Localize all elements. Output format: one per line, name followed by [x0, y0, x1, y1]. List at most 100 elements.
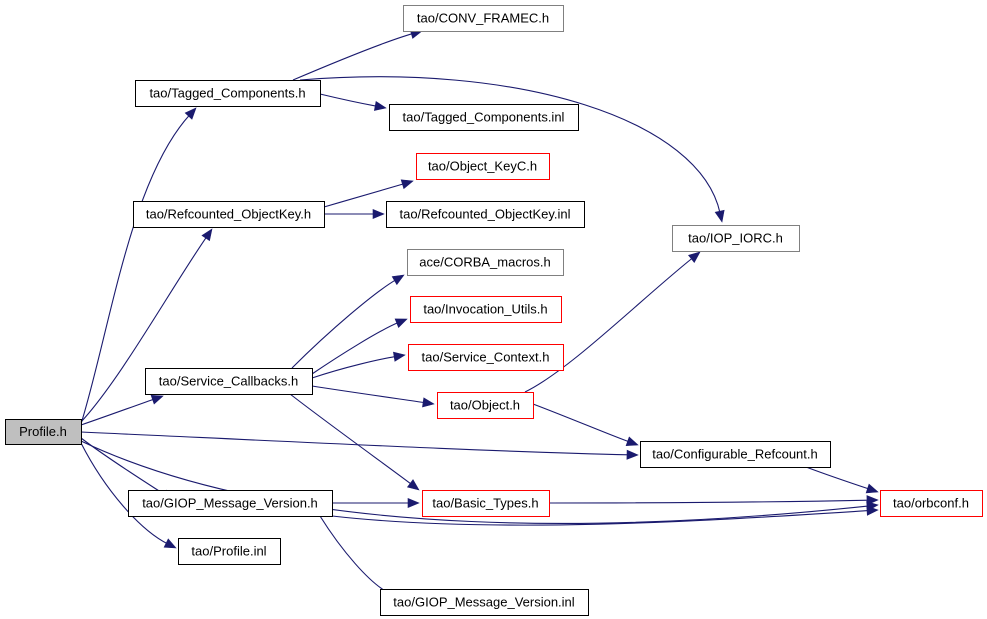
graph-edge: [319, 515, 392, 595]
graph-edge: [80, 431, 630, 456]
node-box[interactable]: [135, 80, 321, 107]
graph-node-config_refcount[interactable]: tao/Configurable_Refcount.h: [640, 441, 831, 468]
node-label: Profile.h: [19, 424, 67, 439]
graph-node-service_context[interactable]: tao/Service_Context.h: [408, 344, 564, 371]
graph-node-giop_msg_ver_h[interactable]: tao/GIOP_Message_Version.h: [128, 490, 333, 517]
graph-edge: [80, 236, 208, 423]
graph-edge: [532, 403, 630, 443]
graph-node-refcounted_inl[interactable]: tao/Refcounted_ObjectKey.inl: [386, 201, 585, 228]
graph-edge-arrowhead: [391, 274, 405, 286]
graph-edge: [805, 466, 870, 490]
node-box[interactable]: [408, 344, 564, 371]
node-box[interactable]: [5, 419, 82, 445]
graph-node-tagged_h[interactable]: tao/Tagged_Components.h: [135, 80, 321, 107]
graph-edge-arrowhead: [184, 107, 197, 120]
graph-edge: [311, 385, 426, 404]
graph-edge-arrowhead: [393, 351, 406, 362]
graph-edge: [524, 257, 694, 393]
node-label: tao/Profile.inl: [191, 543, 266, 558]
node-box[interactable]: [145, 368, 313, 395]
graph-edge-arrowhead: [407, 497, 420, 509]
graph-edge-arrowhead: [626, 449, 639, 460]
node-box[interactable]: [380, 589, 589, 616]
graph-edge-arrowhead: [201, 228, 213, 242]
node-label: tao/GIOP_Message_Version.inl: [393, 594, 574, 609]
graph-edge-arrowhead: [372, 208, 385, 220]
graph-edge-arrowhead: [163, 538, 177, 549]
graph-edge-arrowhead: [625, 436, 639, 446]
graph-node-object_keyc[interactable]: tao/Object_KeyC.h: [416, 153, 550, 180]
node-box[interactable]: [407, 249, 564, 276]
node-box[interactable]: [403, 5, 564, 32]
graph-edge-arrowhead: [714, 209, 725, 223]
node-box[interactable]: [389, 104, 579, 131]
node-box[interactable]: [386, 201, 585, 228]
node-label: tao/Object_KeyC.h: [428, 158, 537, 173]
graph-edge: [291, 279, 397, 369]
node-box[interactable]: [178, 538, 281, 565]
node-label: tao/GIOP_Message_Version.h: [142, 495, 318, 510]
graph-node-orbconf[interactable]: tao/orbconf.h: [880, 490, 983, 517]
node-box[interactable]: [128, 490, 333, 517]
node-layer: Profile.h tao/CONV_FRAMEC.h tao/Tagged_Com…: [5, 5, 983, 616]
graph-edge-arrowhead: [866, 505, 879, 516]
graph-edge: [80, 442, 169, 545]
graph-node-giop_msg_ver_inl[interactable]: tao/GIOP_Message_Version.inl: [380, 589, 589, 616]
graph-edge: [331, 510, 870, 526]
graph-edge-arrowhead: [688, 251, 701, 263]
node-box[interactable]: [133, 201, 325, 228]
node-label: tao/Invocation_Utils.h: [423, 301, 547, 316]
graph-node-tagged_inl[interactable]: tao/Tagged_Components.inl: [389, 104, 579, 131]
graph-edge-arrowhead: [866, 495, 879, 506]
node-label: tao/Refcounted_ObjectKey.h: [146, 206, 311, 221]
graph-node-object_h[interactable]: tao/Object.h: [437, 392, 534, 419]
node-box[interactable]: [672, 225, 800, 252]
graph-node-basic_types[interactable]: tao/Basic_Types.h: [422, 490, 550, 517]
node-label: tao/Tagged_Components.inl: [403, 109, 565, 124]
node-label: tao/Refcounted_ObjectKey.inl: [399, 206, 570, 221]
node-label: tao/orbconf.h: [893, 495, 969, 510]
node-label: tao/Object.h: [450, 397, 520, 412]
node-box[interactable]: [640, 441, 831, 468]
graph-edge-arrowhead: [373, 100, 387, 111]
node-label: tao/Service_Callbacks.h: [159, 373, 298, 388]
node-label: tao/Basic_Types.h: [432, 495, 538, 510]
node-box[interactable]: [880, 490, 983, 517]
graph-edge: [80, 398, 155, 426]
graph-node-refcounted_h[interactable]: tao/Refcounted_ObjectKey.h: [133, 201, 325, 228]
graph-node-conv_framec[interactable]: tao/CONV_FRAMEC.h: [403, 5, 564, 32]
graph-node-service_callbacks[interactable]: tao/Service_Callbacks.h: [145, 368, 313, 395]
graph-edge-arrowhead: [400, 179, 414, 190]
graph-edge-arrowhead: [865, 483, 879, 494]
graph-edge: [319, 93, 378, 107]
node-label: tao/IOP_IORC.h: [688, 230, 783, 245]
node-box[interactable]: [416, 153, 550, 180]
graph-node-corba_macros[interactable]: ace/CORBA_macros.h: [407, 249, 564, 276]
graph-edge: [292, 32, 414, 81]
node-label: ace/CORBA_macros.h: [419, 254, 551, 269]
graph-edge: [548, 499, 870, 504]
graph-edge-arrowhead: [150, 394, 164, 405]
node-box[interactable]: [437, 392, 534, 419]
node-label: tao/Tagged_Components.h: [149, 85, 305, 100]
graph-edge: [299, 76, 721, 214]
graph-edge: [80, 440, 870, 524]
graph-edge-arrowhead: [422, 397, 435, 408]
graph-edge: [289, 393, 413, 485]
node-box[interactable]: [422, 490, 550, 517]
node-label: tao/Configurable_Refcount.h: [652, 446, 818, 461]
graph-node-iop_iorc[interactable]: tao/IOP_IORC.h: [672, 225, 800, 252]
graph-node-invocation_utils[interactable]: tao/Invocation_Utils.h: [410, 296, 562, 323]
graph-node-profile_inl[interactable]: tao/Profile.inl: [178, 538, 281, 565]
node-label: tao/Service_Context.h: [422, 349, 550, 364]
node-box[interactable]: [410, 296, 562, 323]
graph-edge: [311, 355, 397, 379]
graph-edge-arrowhead: [394, 318, 408, 328]
graph-edge: [311, 321, 399, 375]
node-label: tao/CONV_FRAMEC.h: [417, 10, 549, 25]
graph-edge: [323, 183, 405, 208]
graph-node-profile[interactable]: Profile.h: [5, 419, 82, 445]
graph-edge-arrowhead: [406, 479, 420, 491]
